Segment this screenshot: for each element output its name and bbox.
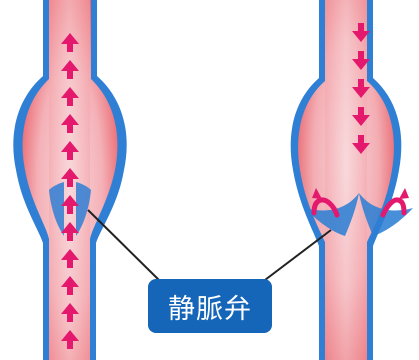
label-pointer-lines bbox=[88, 210, 331, 283]
right-vein bbox=[291, 0, 413, 360]
left-pointer-line bbox=[88, 210, 162, 283]
valve-label: 静脈弁 bbox=[148, 279, 272, 333]
valve-label-text: 静脈弁 bbox=[168, 287, 252, 326]
